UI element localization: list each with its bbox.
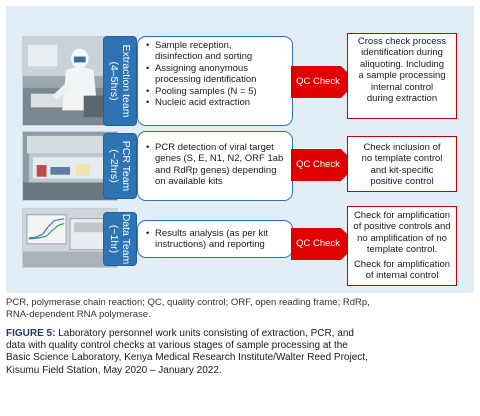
qc-check-label: QC Check [296, 238, 340, 249]
task-item: • Pooling samples (N = 5) [146, 86, 287, 97]
bullet-icon: • [146, 85, 150, 97]
task-text: Sample reception, disinfection and sorti… [155, 40, 253, 63]
bullet-icon: • [146, 62, 150, 74]
qc-check-arrow: QC Check [291, 228, 357, 260]
team-tab-pcr: PCR Team (~2hrs) [103, 133, 137, 199]
task-item: • PCR detection of viral target genes (S,… [146, 142, 287, 188]
task-box-pcr: • PCR detection of viral target genes (S,… [137, 131, 293, 201]
qc-check-box-data: Check for amplification of positive cont… [347, 206, 457, 286]
qc-check-text: Check for amplification of internal cont… [353, 258, 451, 282]
team-tab-extraction: Extraction team (4–5hrs) [103, 36, 137, 126]
task-item: • Assigning anonymous processing identifi… [146, 63, 287, 86]
task-list: • PCR detection of viral target genes (S,… [146, 142, 287, 188]
task-text: Results analysis (as per kit instruction… [155, 228, 268, 251]
bullet-icon: • [146, 97, 150, 109]
bullet-icon: • [146, 228, 150, 239]
qc-check-arrow: QC Check [291, 149, 357, 181]
task-box-data: • Results analysis (as per kit instructio… [137, 220, 293, 258]
caption-area: PCR, polymerase chain reaction; QC, qual… [6, 297, 476, 377]
qc-check-text: Check for amplification of positive cont… [353, 210, 451, 256]
figure-caption-text: Laboratory personnel work units consisti… [6, 328, 368, 376]
team-label: PCR Team (~2hrs) [108, 140, 132, 192]
task-item: • Results analysis (as per kit instructio… [146, 228, 287, 251]
footnote: PCR, polymerase chain reaction; QC, qual… [6, 297, 370, 320]
task-list: • Results analysis (as per kit instructio… [146, 228, 287, 251]
arrow-right-icon [291, 228, 357, 260]
task-box-extraction: • Sample reception, disinfection and sort… [137, 36, 293, 126]
qc-check-box-extraction: Cross check process identification durin… [347, 33, 457, 119]
arrow-right-icon [291, 149, 357, 181]
workflow-diagram-panel: Extraction team (4–5hrs) PCR Team (~2hrs… [6, 6, 474, 293]
bullet-icon: • [146, 40, 150, 51]
team-tab-data: Data Team (~1hr) [103, 212, 137, 266]
team-label: Extraction team (4–5hrs) [108, 44, 132, 118]
team-label: Data Team (~1hr) [108, 213, 132, 265]
task-text: Assigning anonymous processing identific… [155, 62, 257, 86]
task-item: • Nucleic acid extraction [146, 97, 287, 108]
qc-check-text: Check inclusion of no template control a… [361, 142, 443, 188]
biosafety-cabinet-photo [22, 131, 118, 201]
qc-check-box-pcr: Check inclusion of no template control a… [347, 136, 457, 192]
qc-check-arrow: QC Check [291, 66, 357, 98]
task-text: PCR detection of viral target genes (S, … [155, 142, 284, 188]
task-text: Nucleic acid extraction [155, 97, 251, 109]
qc-check-label: QC Check [296, 159, 340, 170]
figure-label: FIGURE 5: [6, 328, 56, 339]
task-item: • Sample reception, disinfection and sort… [146, 40, 287, 63]
bullet-icon: • [146, 142, 150, 153]
task-list: • Sample reception, disinfection and sort… [146, 40, 287, 108]
task-text: Pooling samples (N = 5) [155, 85, 257, 97]
qc-check-label: QC Check [296, 76, 340, 87]
arrow-right-icon [291, 66, 357, 98]
qc-check-text: Cross check process identification durin… [357, 36, 447, 105]
lab-technician-photo [22, 36, 118, 126]
figure-caption: FIGURE 5: Laboratory personnel work unit… [6, 328, 476, 377]
